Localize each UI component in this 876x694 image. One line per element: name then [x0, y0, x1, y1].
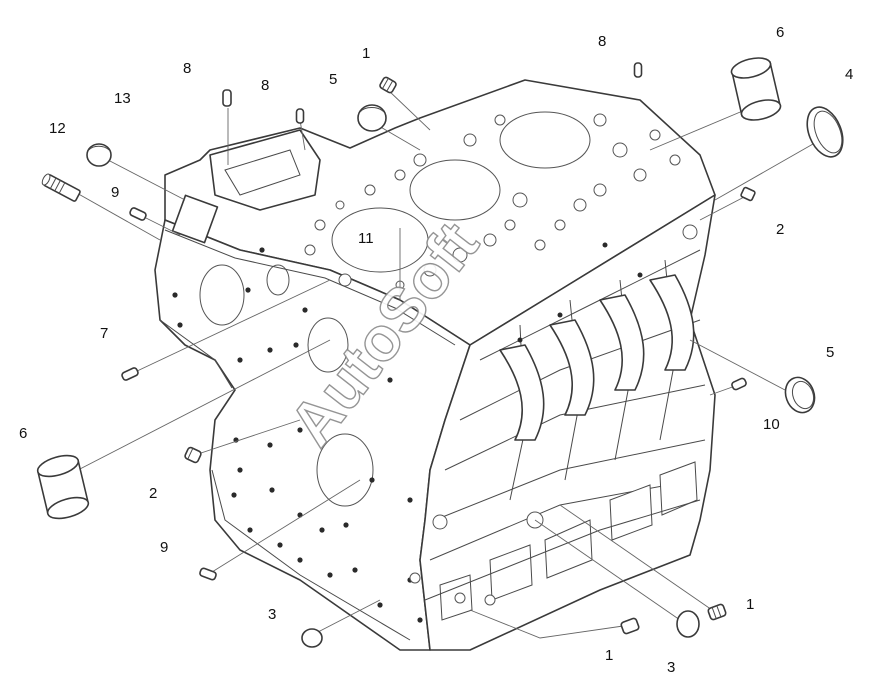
plug-1-top [379, 76, 397, 94]
callout-labels: 1 5 8 8 13 12 9 8 6 4 2 11 7 5 10 6 2 9 … [19, 24, 853, 676]
front-bore-mid [307, 317, 349, 373]
callout-label: 10 [763, 416, 780, 433]
dowel-8-mid [295, 108, 305, 124]
callout-label: 8 [261, 77, 269, 94]
callout-label: 9 [160, 539, 168, 556]
cylinder-bore-2 [409, 159, 501, 221]
pin-7 [121, 367, 139, 381]
dowel-8-right [633, 62, 643, 78]
callout-label: 6 [776, 24, 784, 41]
front-bore-small [266, 264, 290, 296]
callout-label: 3 [268, 606, 276, 623]
callout-label: 5 [329, 71, 337, 88]
oil-seal-6-top [730, 57, 782, 121]
cup-plug-13 [86, 143, 112, 167]
plug-2-right [740, 186, 756, 202]
pin-9-upper [129, 207, 147, 221]
plug-2-left [184, 446, 202, 464]
callout-label: 13 [114, 90, 131, 107]
leader-lines [74, 89, 821, 639]
pin-10 [731, 377, 747, 391]
cylinder-bore-1 [331, 207, 429, 273]
front-face-rim [159, 229, 456, 641]
plug-1-bottom-right [707, 603, 727, 621]
callout-label: 7 [100, 325, 108, 342]
side-bolt-holes [409, 224, 698, 606]
callout-label: 8 [598, 33, 606, 50]
front-water-port [171, 194, 219, 244]
callout-label: 3 [667, 659, 675, 676]
callout-label: 2 [149, 485, 157, 502]
cylinder-block [154, 79, 716, 651]
oil-seal-6-left [36, 454, 90, 520]
deck-holes [304, 113, 681, 290]
pin-9-lower [199, 567, 217, 581]
callout-label: 2 [776, 221, 784, 238]
cup-plug-3-left [301, 628, 323, 648]
cylinder-bore-3 [499, 111, 591, 169]
callout-label: 9 [111, 184, 119, 201]
cover-plate-4 [806, 106, 844, 158]
pipe-fitting-12 [41, 173, 81, 202]
cup-plug-5-right [784, 376, 816, 414]
callout-label: 8 [183, 60, 191, 77]
callout-label: 1 [362, 45, 370, 62]
front-bore-upper [199, 264, 245, 326]
loose-parts [36, 57, 844, 648]
callout-label: 1 [746, 596, 754, 613]
plug-1-bottom [620, 617, 640, 635]
callout-label: 5 [826, 344, 834, 361]
cup-plug-3-bottom [676, 610, 700, 638]
crank-webs [499, 274, 695, 441]
callout-label: 11 [358, 230, 374, 247]
block-side-face [419, 194, 716, 651]
cup-plug-5-top [357, 104, 387, 132]
dowel-8-left [222, 89, 232, 107]
callout-label: 6 [19, 425, 27, 442]
front-bore-crank [316, 433, 374, 507]
callout-label: 12 [49, 120, 66, 137]
callout-label: 1 [605, 647, 613, 664]
callout-label: 4 [845, 66, 853, 83]
